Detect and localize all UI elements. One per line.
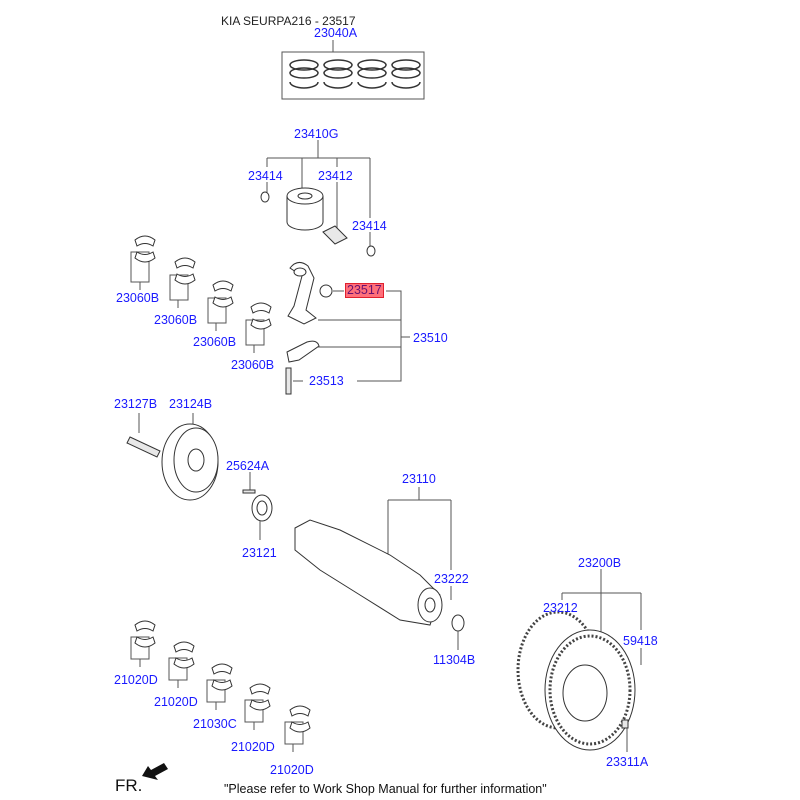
front-direction-label: FR. (115, 776, 143, 795)
piston-illustration (260, 187, 376, 257)
part-label-23200B[interactable]: 23200B (578, 556, 622, 570)
crankshaft-illustration (294, 487, 465, 650)
piston-group-leaders (266, 140, 371, 248)
connecting-rod-illustration (285, 262, 333, 395)
part-label-23513[interactable]: 23513 (309, 374, 344, 388)
part-label-23414-right[interactable]: 23414 (352, 219, 387, 233)
part-label-21020D-2[interactable]: 21020D (154, 695, 198, 709)
part-label-23040A[interactable]: 23040A (314, 26, 358, 40)
part-label-21030C[interactable]: 21030C (193, 717, 237, 731)
part-label-23414-left[interactable]: 23414 (248, 169, 283, 183)
front-direction-arrow-icon (142, 763, 168, 780)
part-label-23311A[interactable]: 23311A (606, 755, 649, 769)
part-label-23510[interactable]: 23510 (413, 331, 448, 345)
part-label-23222[interactable]: 23222 (434, 572, 469, 586)
part-label-23517-highlighted[interactable]: 23517 (345, 283, 384, 298)
part-label-23060B-4[interactable]: 23060B (231, 358, 275, 372)
part-label-59418[interactable]: 59418 (623, 634, 658, 648)
crank-pulley-illustration (126, 413, 273, 540)
footer-note: "Please refer to Work Shop Manual for fu… (224, 782, 547, 796)
part-label-23127B[interactable]: 23127B (114, 397, 158, 411)
flywheel-illustration (516, 569, 642, 752)
part-label-21020D-1[interactable]: 21020D (114, 673, 158, 687)
part-label-21020D-3[interactable]: 21020D (231, 740, 275, 754)
part-label-21020D-4[interactable]: 21020D (270, 763, 314, 777)
upper-bearings-illustration (130, 235, 272, 353)
part-label-23060B-2[interactable]: 23060B (154, 313, 198, 327)
piston-ring-set-illustration (281, 40, 425, 100)
part-label-23121[interactable]: 23121 (242, 546, 277, 560)
part-label-23110[interactable]: 23110 (402, 472, 436, 486)
connecting-rod-leaders (293, 290, 410, 382)
part-label-23412[interactable]: 23412 (318, 169, 353, 183)
part-label-23212[interactable]: 23212 (543, 601, 578, 615)
part-label-23124B[interactable]: 23124B (169, 397, 213, 411)
main-bearings-illustration (130, 620, 311, 752)
part-label-23060B-1[interactable]: 23060B (116, 291, 160, 305)
part-label-23410G[interactable]: 23410G (294, 127, 339, 141)
part-label-25624A[interactable]: 25624A (226, 459, 270, 473)
diagram-title: KIA SEURPA216 - 23517 (221, 14, 356, 28)
part-label-23060B-3[interactable]: 23060B (193, 335, 237, 349)
part-label-11304B[interactable]: 11304B (433, 653, 476, 667)
